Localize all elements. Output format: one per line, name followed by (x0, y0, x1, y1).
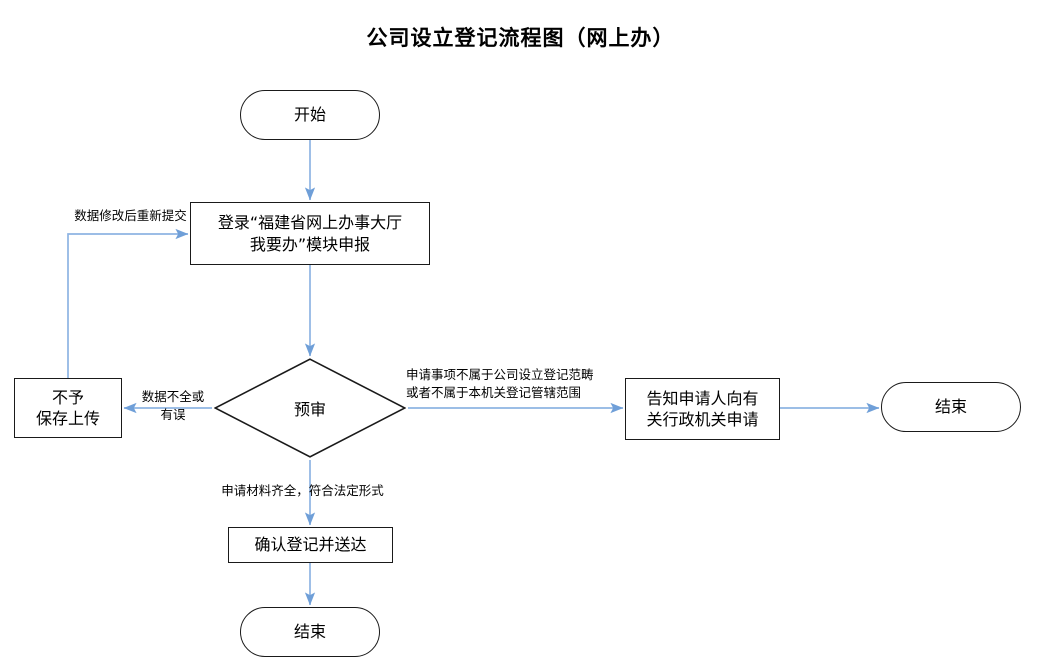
diamond-shape (214, 358, 406, 458)
node-notify-applicant[interactable]: 告知申请人向有 关行政机关申请 (625, 378, 780, 440)
edge-label-qualified-materials: 申请材料齐全，符合法定形式 (221, 483, 384, 498)
node-end-bottom[interactable]: 结束 (240, 607, 380, 657)
edge-reject-to-login (67, 228, 189, 378)
node-reject-no-save-upload[interactable]: 不予 保存上传 (14, 378, 122, 438)
node-decision-label: 预审 (293, 400, 326, 419)
edge-label-incomplete-data: 数据不全或 有误 (141, 389, 205, 423)
node-start[interactable]: 开始 (240, 90, 380, 140)
node-confirm-registration[interactable]: 确认登记并送达 (228, 527, 393, 563)
node-end-right[interactable]: 结束 (881, 382, 1021, 432)
page-title: 公司设立登记流程图（网上办） (366, 26, 675, 50)
node-login-declaration[interactable]: 登录“福建省网上办事大厅 我要办”模块申报 (190, 202, 430, 265)
edge-label-out-of-scope: 申请事项不属于公司设立登记范畴 或者不属于本机关登记管辖范围 (406, 367, 594, 401)
edge-label-resubmit: 数据修改后重新提交 (74, 208, 187, 223)
node-decision-preliminary-review[interactable]: 预审 (214, 358, 406, 458)
